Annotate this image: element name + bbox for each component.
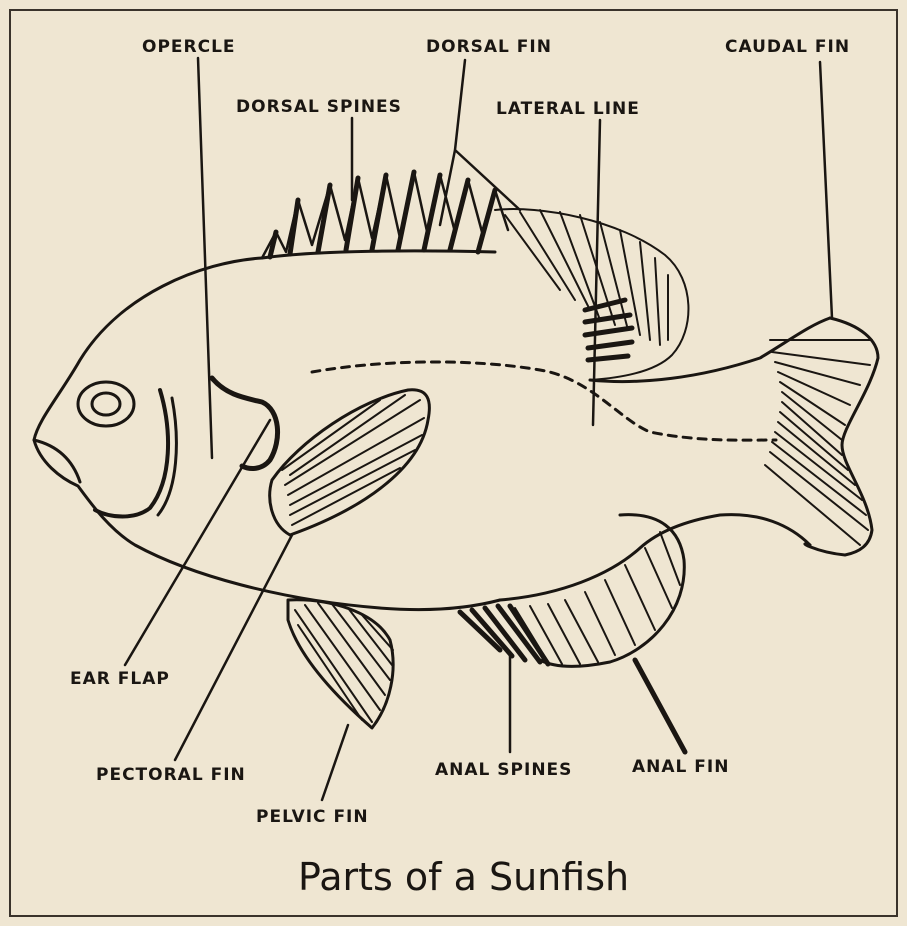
dorsal-spines-fin — [262, 172, 508, 258]
leader-ear-flap — [125, 420, 270, 665]
label-anal-fin: ANAL FIN — [632, 757, 729, 777]
label-opercle: OPERCLE — [142, 37, 236, 57]
label-pelvic-fin: PELVIC FIN — [256, 807, 369, 827]
eye — [78, 382, 134, 426]
label-dorsal-fin: DORSAL FIN — [426, 37, 552, 57]
soft-dorsal-fin — [495, 209, 688, 380]
label-anal-spines: ANAL SPINES — [435, 760, 572, 780]
leader-lines — [125, 58, 832, 800]
leader-caudal-fin — [820, 62, 832, 318]
leader-opercle — [198, 58, 212, 458]
pelvic-fin — [288, 600, 393, 728]
leader-pelvic-fin — [322, 725, 348, 800]
label-dorsal-spines: DORSAL SPINES — [236, 97, 402, 117]
label-lateral-line: LATERAL LINE — [496, 99, 640, 119]
pectoral-fin — [270, 390, 430, 535]
opercle-gill-cover — [95, 378, 278, 517]
label-caudal-fin: CAUDAL FIN — [725, 37, 850, 57]
leader-dorsal-fin — [440, 60, 520, 225]
fish-body — [34, 251, 830, 610]
anal-fin — [460, 515, 684, 667]
label-ear-flap: EAR FLAP — [70, 669, 170, 689]
leader-anal-fin — [635, 660, 685, 752]
diagram-caption: Parts of a Sunfish — [298, 855, 629, 899]
caudal-fin — [765, 318, 878, 555]
label-pectoral-fin: PECTORAL FIN — [96, 765, 246, 785]
